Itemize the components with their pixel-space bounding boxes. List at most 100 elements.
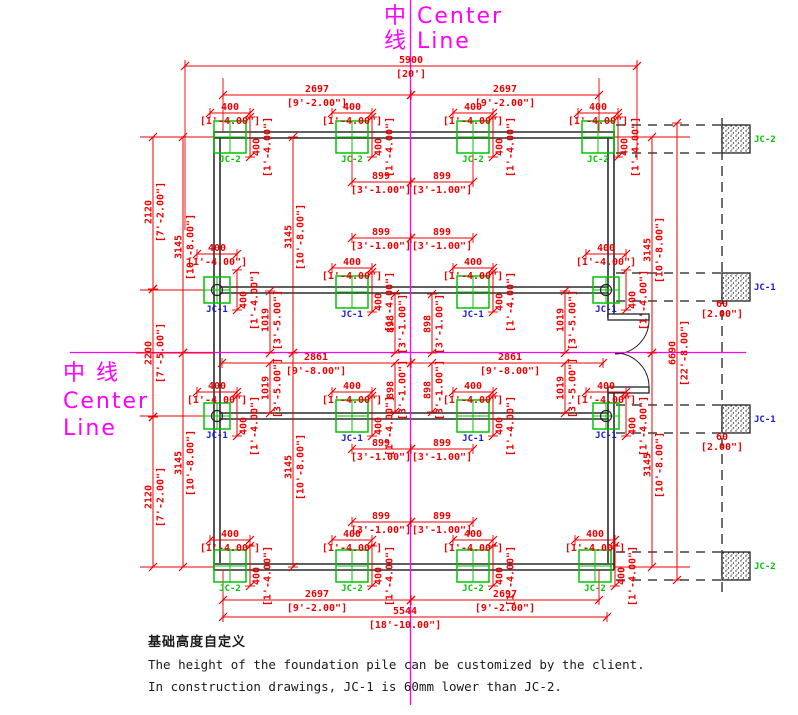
- dim-value-mm: 3145: [284, 455, 295, 479]
- dim-value-mm: 899: [372, 438, 390, 449]
- dim-tick: [367, 108, 377, 118]
- dim-value-mm: 898: [386, 381, 397, 399]
- dim-value-mm: 3145: [174, 451, 185, 475]
- dim-value-mm: 3145: [643, 453, 654, 477]
- dim-value-ft: [1'-4.00"]: [576, 395, 636, 406]
- dim-tick: [265, 408, 275, 418]
- dim-tick: [448, 108, 458, 118]
- dim-value-ft: [9'-2.00"]: [287, 98, 347, 109]
- dim-value-ft: [1'-4.00"]: [443, 116, 503, 127]
- dim-value-mm: 400: [589, 102, 607, 113]
- dim-value-mm: 898: [423, 381, 434, 399]
- hatched-pile: [721, 551, 751, 581]
- dim-value-ft: [18'-10.00"]: [369, 620, 441, 631]
- dim-tick: [406, 358, 416, 368]
- pile-label: JC-2: [754, 562, 776, 572]
- dim-value-mm: 400: [495, 567, 506, 585]
- dim-value-ft: [1'-4.00"]: [443, 271, 503, 282]
- dim-value-mm: 400: [464, 381, 482, 392]
- dim-value-ft: [3'-1.00"]: [435, 360, 446, 420]
- dim-tick: [427, 348, 437, 358]
- dim-value-ft: [9'-8.00"]: [286, 366, 346, 377]
- pile-label: JC-1: [341, 434, 363, 444]
- dim-tick: [594, 595, 604, 605]
- dim-value-mm: 400: [495, 417, 506, 435]
- dim-value-mm: 400: [374, 138, 385, 156]
- dim-tick: [347, 233, 357, 243]
- center-line-top-line1: 中 Center: [384, 4, 504, 29]
- dim-tick: [245, 112, 255, 122]
- dim-tick: [598, 358, 608, 368]
- dim-tick: [178, 348, 188, 358]
- dim-value-ft: [1'-4.00"]: [639, 396, 650, 456]
- dim-tick: [367, 581, 377, 591]
- dim-value-mm: 400: [343, 102, 361, 113]
- dim-tick: [621, 305, 631, 315]
- pile-anchor-circle: [210, 283, 224, 297]
- dim-value-mm: 2697: [305, 84, 329, 95]
- dim-tick: [488, 387, 498, 397]
- dim-value-mm: 400: [252, 567, 263, 585]
- dim-value-ft: [1'-4.00"]: [506, 396, 517, 456]
- dim-value-ft: [3'-1.00"]: [398, 294, 409, 354]
- pile-label: JC-2: [587, 155, 609, 165]
- dim-tick: [488, 152, 498, 162]
- pile-label: JC-1: [754, 283, 776, 293]
- dim-tick: [488, 581, 498, 591]
- dim-value-ft: [10'-8.00"]: [655, 432, 666, 498]
- dim-tick: [205, 108, 215, 118]
- dim-value-ft: [1'-4.00"]: [322, 395, 382, 406]
- dim-tick: [327, 535, 337, 545]
- dim-value-ft: [3'-1.00"]: [435, 294, 446, 354]
- dim-value-ft: [1'-4.00"]: [385, 546, 396, 606]
- dim-tick: [232, 249, 242, 259]
- dim-tick: [632, 61, 642, 71]
- note-heading-cn: 基础高度自定义: [148, 635, 247, 650]
- dim-tick: [367, 431, 377, 441]
- dim-tick: [488, 307, 498, 317]
- dim-tick: [390, 289, 400, 299]
- dim-tick: [610, 541, 620, 551]
- dim-value-ft: [10'-8.00"]: [186, 430, 197, 496]
- dim-value-ft: [3'-1.00"]: [412, 185, 472, 196]
- dim-value-ft: [3'-5.00"]: [273, 358, 284, 418]
- dim-value-mm: 400: [620, 138, 631, 156]
- dim-tick: [406, 177, 416, 187]
- dim-tick: [205, 535, 215, 545]
- pile-label: JC-2: [584, 584, 606, 594]
- hatched-pile: [721, 124, 751, 154]
- dim-value-ft: [3'-1.00"]: [351, 525, 411, 536]
- dim-tick: [488, 108, 498, 118]
- dim-tick: [468, 444, 478, 454]
- dim-value-ft: [1'-4.00"]: [628, 546, 639, 606]
- dim-value-mm: 400: [495, 138, 506, 156]
- pile-label: JC-1: [595, 305, 617, 315]
- dim-value-mm: 2861: [304, 352, 328, 363]
- pile-label: JC-2: [219, 155, 241, 165]
- dim-tick: [406, 90, 416, 100]
- dim-value-ft: [1'-4.00"]: [200, 543, 260, 554]
- dim-tick: [367, 387, 377, 397]
- dim-tick: [367, 263, 377, 273]
- pile-anchor-circle: [599, 283, 613, 297]
- dim-value-mm: 899: [433, 171, 451, 182]
- dim-value-mm: 899: [372, 171, 390, 182]
- dim-value-ft: [1'-4.00"]: [506, 272, 517, 332]
- dim-tick: [488, 391, 498, 401]
- dim-value-mm: 2697: [493, 589, 517, 600]
- dim-tick: [367, 112, 377, 122]
- pile-label: JC-1: [206, 305, 228, 315]
- dim-value-ft: [2.00"]: [701, 309, 743, 320]
- dim-tick: [488, 535, 498, 545]
- dim-value-mm: 400: [617, 567, 628, 585]
- dim-tick: [288, 132, 298, 142]
- dim-value-ft: [3'-1.00"]: [398, 360, 409, 420]
- dim-tick: [245, 152, 255, 162]
- dim-tick: [390, 348, 400, 358]
- dim-value-ft: [7'-5.00"]: [156, 323, 167, 383]
- dim-tick: [406, 444, 416, 454]
- dim-value-mm: 898: [423, 315, 434, 333]
- dim-value-ft: [1'-4.00"]: [250, 396, 261, 456]
- dim-value-ft: [1'-4.00"]: [568, 116, 628, 127]
